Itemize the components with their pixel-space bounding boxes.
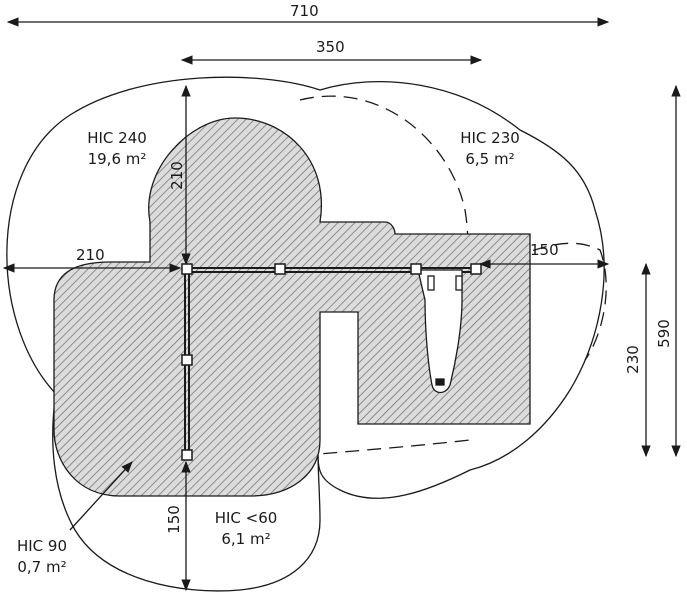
- zone-hic90-area: 0,7 m²: [17, 558, 67, 576]
- dim-overall-height-label: 590: [654, 319, 673, 348]
- dimension-lines: [2, 17, 681, 592]
- zone-hic60: HIC <60 6,1 m²: [196, 508, 296, 550]
- zone-hic240-area: 19,6 m²: [87, 150, 147, 168]
- zone-hic230-name: HIC 230: [460, 129, 520, 147]
- zone-hic90-name: HIC 90: [16, 537, 68, 555]
- dim-lower-height-label: 150: [164, 505, 183, 534]
- dim-inner-height-label: 230: [623, 345, 642, 374]
- dim-left-width-label: 210: [76, 246, 105, 264]
- dim-frame-width-label: 350: [316, 38, 345, 56]
- dim-right-width-label: 150: [530, 241, 559, 259]
- zone-hic240: HIC 240 19,6 m²: [62, 128, 172, 170]
- dim-upper-height-label: 210: [167, 161, 186, 190]
- zone-hic90: HIC 90 0,7 m²: [2, 536, 82, 578]
- dim-overall-width-label: 710: [290, 2, 319, 20]
- zone-hic230-area: 6,5 m²: [465, 150, 515, 168]
- slide: [417, 269, 463, 394]
- posts: [181, 263, 482, 461]
- zone-hic60-name: HIC <60: [214, 509, 278, 527]
- zone-hic240-name: HIC 240: [87, 129, 147, 147]
- zone-hic230: HIC 230 6,5 m²: [440, 128, 540, 170]
- equipment-footprint: [53, 117, 531, 497]
- hic90-leader-line: [69, 461, 133, 531]
- zone-hic60-area: 6,1 m²: [221, 530, 271, 548]
